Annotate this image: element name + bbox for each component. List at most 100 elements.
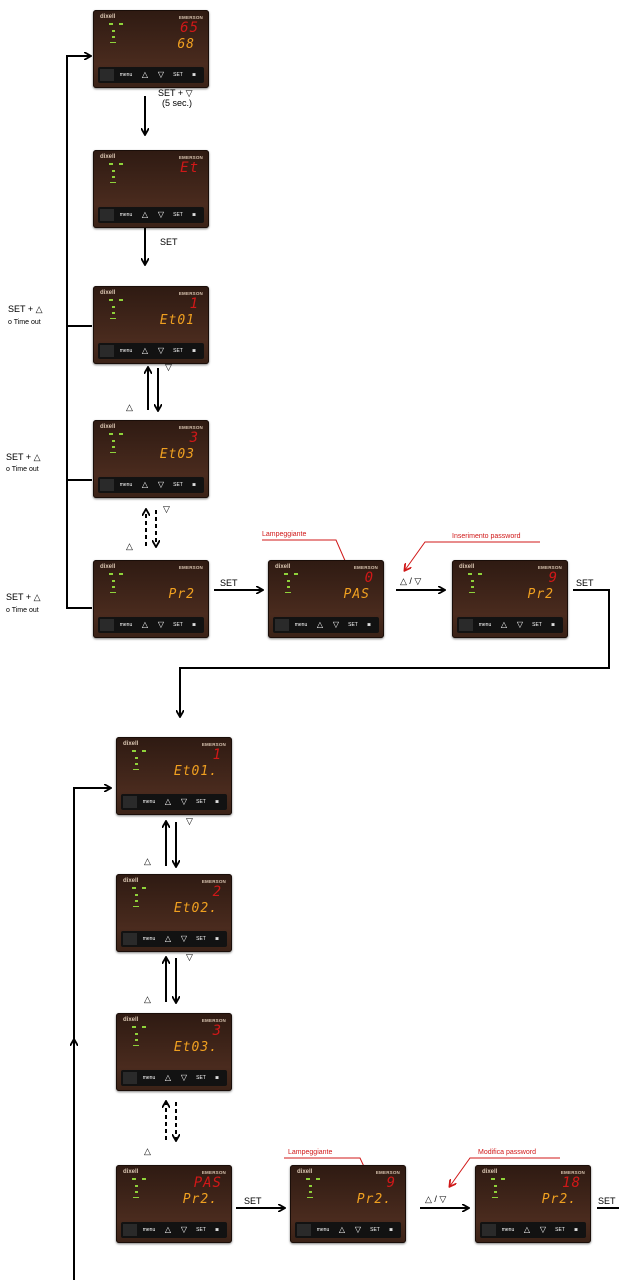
key-4[interactable]: SET (173, 348, 183, 354)
brand-logo: dixell (123, 741, 139, 747)
key-1[interactable]: menu (478, 622, 492, 628)
key-5[interactable]: ◙ (215, 799, 219, 805)
label-set-up-1: SET + △ (8, 304, 43, 314)
key-3[interactable]: ▽ (157, 70, 165, 79)
label-5sec: (5 sec.) (162, 98, 193, 108)
key-2[interactable]: △ (164, 934, 172, 943)
key-0[interactable] (482, 1224, 496, 1236)
maker-logo: EMERSON (178, 155, 203, 160)
display-top: 3 (189, 430, 199, 446)
key-3[interactable]: ▽ (157, 346, 165, 355)
key-4[interactable]: SET (196, 1075, 206, 1081)
label-set-up-3: SET + △ (6, 592, 41, 602)
key-5[interactable]: ◙ (389, 1227, 393, 1233)
key-3[interactable]: ▽ (516, 620, 524, 629)
key-2[interactable]: △ (523, 1225, 531, 1234)
key-4[interactable]: SET (555, 1227, 565, 1233)
key-1[interactable]: menu (142, 1075, 156, 1081)
key-5[interactable]: ◙ (215, 936, 219, 942)
key-0[interactable] (459, 619, 473, 631)
status-leds (468, 573, 488, 595)
key-4[interactable]: SET (196, 1227, 206, 1233)
key-5[interactable]: ◙ (367, 622, 371, 628)
key-4[interactable]: SET (173, 622, 183, 628)
key-0[interactable] (123, 933, 137, 945)
key-5[interactable]: ◙ (192, 72, 196, 78)
key-1[interactable]: menu (501, 1227, 515, 1233)
key-5[interactable]: ◙ (192, 348, 196, 354)
key-2[interactable]: △ (338, 1225, 346, 1234)
key-3[interactable]: ▽ (180, 797, 188, 806)
display-top: 0 (364, 570, 374, 586)
key-2[interactable]: △ (141, 620, 149, 629)
key-3[interactable]: ▽ (157, 620, 165, 629)
brand-logo: dixell (123, 1017, 139, 1023)
key-1[interactable]: menu (316, 1227, 330, 1233)
key-5[interactable]: ◙ (574, 1227, 578, 1233)
key-1[interactable]: menu (119, 212, 133, 218)
key-2[interactable]: △ (316, 620, 324, 629)
key-4[interactable]: SET (173, 72, 183, 78)
key-2[interactable]: △ (141, 210, 149, 219)
key-0[interactable] (100, 619, 114, 631)
label-set-2: SET (220, 578, 238, 588)
keypad: menu △ ▽ SET ◙ (457, 617, 563, 633)
key-4[interactable]: SET (370, 1227, 380, 1233)
key-4[interactable]: SET (173, 212, 183, 218)
key-3[interactable]: ▽ (539, 1225, 547, 1234)
key-0[interactable] (123, 1072, 137, 1084)
key-2[interactable]: △ (164, 1073, 172, 1082)
key-3[interactable]: ▽ (354, 1225, 362, 1234)
key-0[interactable] (100, 479, 114, 491)
key-1[interactable]: menu (119, 622, 133, 628)
key-1[interactable]: menu (294, 622, 308, 628)
key-5[interactable]: ◙ (192, 482, 196, 488)
key-4[interactable]: SET (532, 622, 542, 628)
key-5[interactable]: ◙ (551, 622, 555, 628)
key-5[interactable]: ◙ (215, 1227, 219, 1233)
key-1[interactable]: menu (119, 72, 133, 78)
maker-logo: EMERSON (201, 879, 226, 884)
key-2[interactable]: △ (141, 346, 149, 355)
display-main: Pr2 (527, 587, 554, 602)
key-4[interactable]: SET (173, 482, 183, 488)
key-2[interactable]: △ (141, 70, 149, 79)
key-2[interactable]: △ (500, 620, 508, 629)
key-1[interactable]: menu (142, 936, 156, 942)
label-up-4: △ (144, 994, 151, 1004)
key-3[interactable]: ▽ (332, 620, 340, 629)
key-1[interactable]: menu (119, 482, 133, 488)
key-4[interactable]: SET (348, 622, 358, 628)
key-5[interactable]: ◙ (192, 622, 196, 628)
key-0[interactable] (123, 796, 137, 808)
key-2[interactable]: △ (141, 480, 149, 489)
key-0[interactable] (100, 209, 114, 221)
key-3[interactable]: ▽ (157, 210, 165, 219)
key-0[interactable] (297, 1224, 311, 1236)
key-4[interactable]: SET (196, 799, 206, 805)
maker-logo: EMERSON (375, 1170, 400, 1175)
key-0[interactable] (100, 69, 114, 81)
key-3[interactable]: ▽ (180, 1073, 188, 1082)
key-2[interactable]: △ (164, 797, 172, 806)
key-3[interactable]: ▽ (180, 934, 188, 943)
display-main: Et03 (159, 447, 195, 462)
key-5[interactable]: ◙ (192, 212, 196, 218)
status-leds (132, 750, 152, 772)
display-top: 18 (562, 1175, 581, 1191)
key-4[interactable]: SET (196, 936, 206, 942)
key-1[interactable]: menu (119, 348, 133, 354)
key-0[interactable] (100, 345, 114, 357)
key-0[interactable] (123, 1224, 137, 1236)
label-set-1: SET (160, 237, 178, 247)
keypad: menu △ ▽ SET ◙ (121, 931, 227, 947)
key-1[interactable]: menu (142, 799, 156, 805)
key-0[interactable] (275, 619, 289, 631)
key-5[interactable]: ◙ (215, 1075, 219, 1081)
key-2[interactable]: △ (164, 1225, 172, 1234)
key-3[interactable]: ▽ (157, 480, 165, 489)
key-3[interactable]: ▽ (180, 1225, 188, 1234)
key-1[interactable]: menu (142, 1227, 156, 1233)
